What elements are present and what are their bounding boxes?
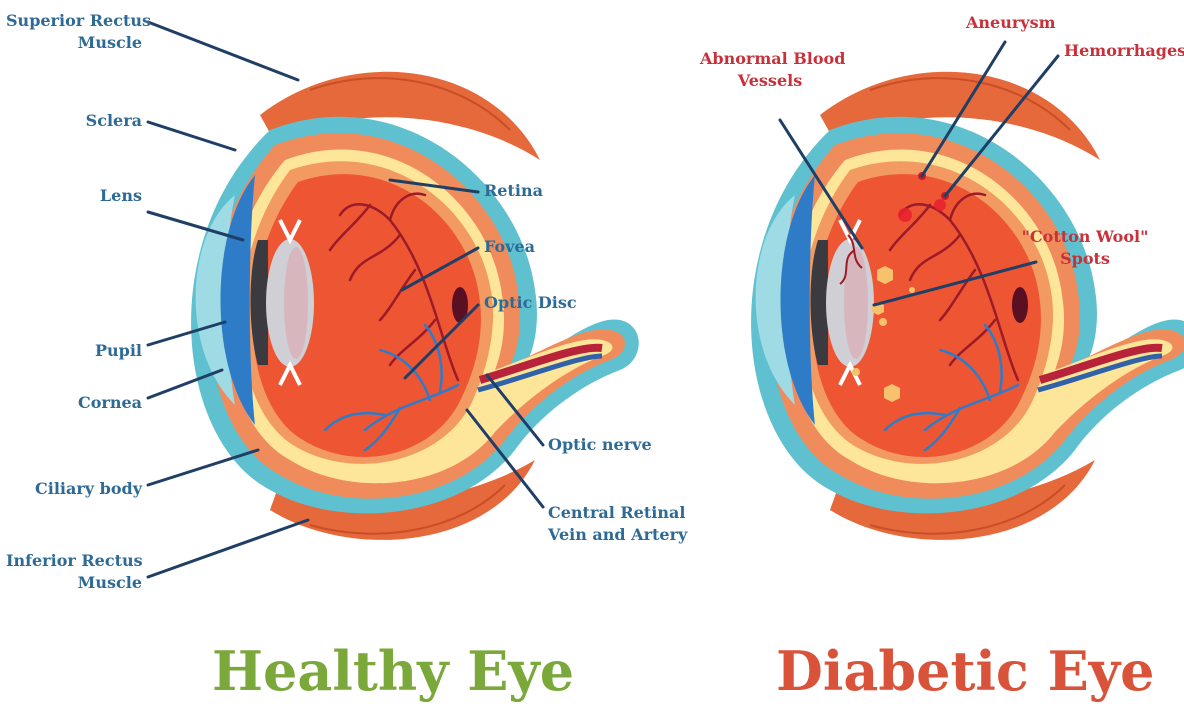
label-hemorrhages: Hemorrhages	[1064, 40, 1184, 62]
diabetic-eye-illustration	[751, 72, 1184, 540]
label-retina: Retina	[484, 180, 543, 202]
diabetic-eye-title: Diabetic Eye	[776, 640, 1154, 702]
label-optic-disc: Optic Disc	[484, 292, 577, 314]
label-ciliary-body: Ciliary body	[6, 478, 142, 500]
label-cornea: Cornea	[6, 392, 142, 414]
label-cotton-wool-spots: "Cotton Wool"Spots	[1010, 226, 1160, 270]
healthy-eye-title: Healthy Eye	[212, 640, 574, 702]
label-optic-nerve: Optic nerve	[548, 434, 652, 456]
label-pupil: Pupil	[6, 340, 142, 362]
label-fovea: Fovea	[484, 236, 535, 258]
label-lens: Lens	[6, 185, 142, 207]
label-aneurysm: Aneurysm	[966, 12, 1056, 34]
label-sclera: Sclera	[6, 110, 142, 132]
